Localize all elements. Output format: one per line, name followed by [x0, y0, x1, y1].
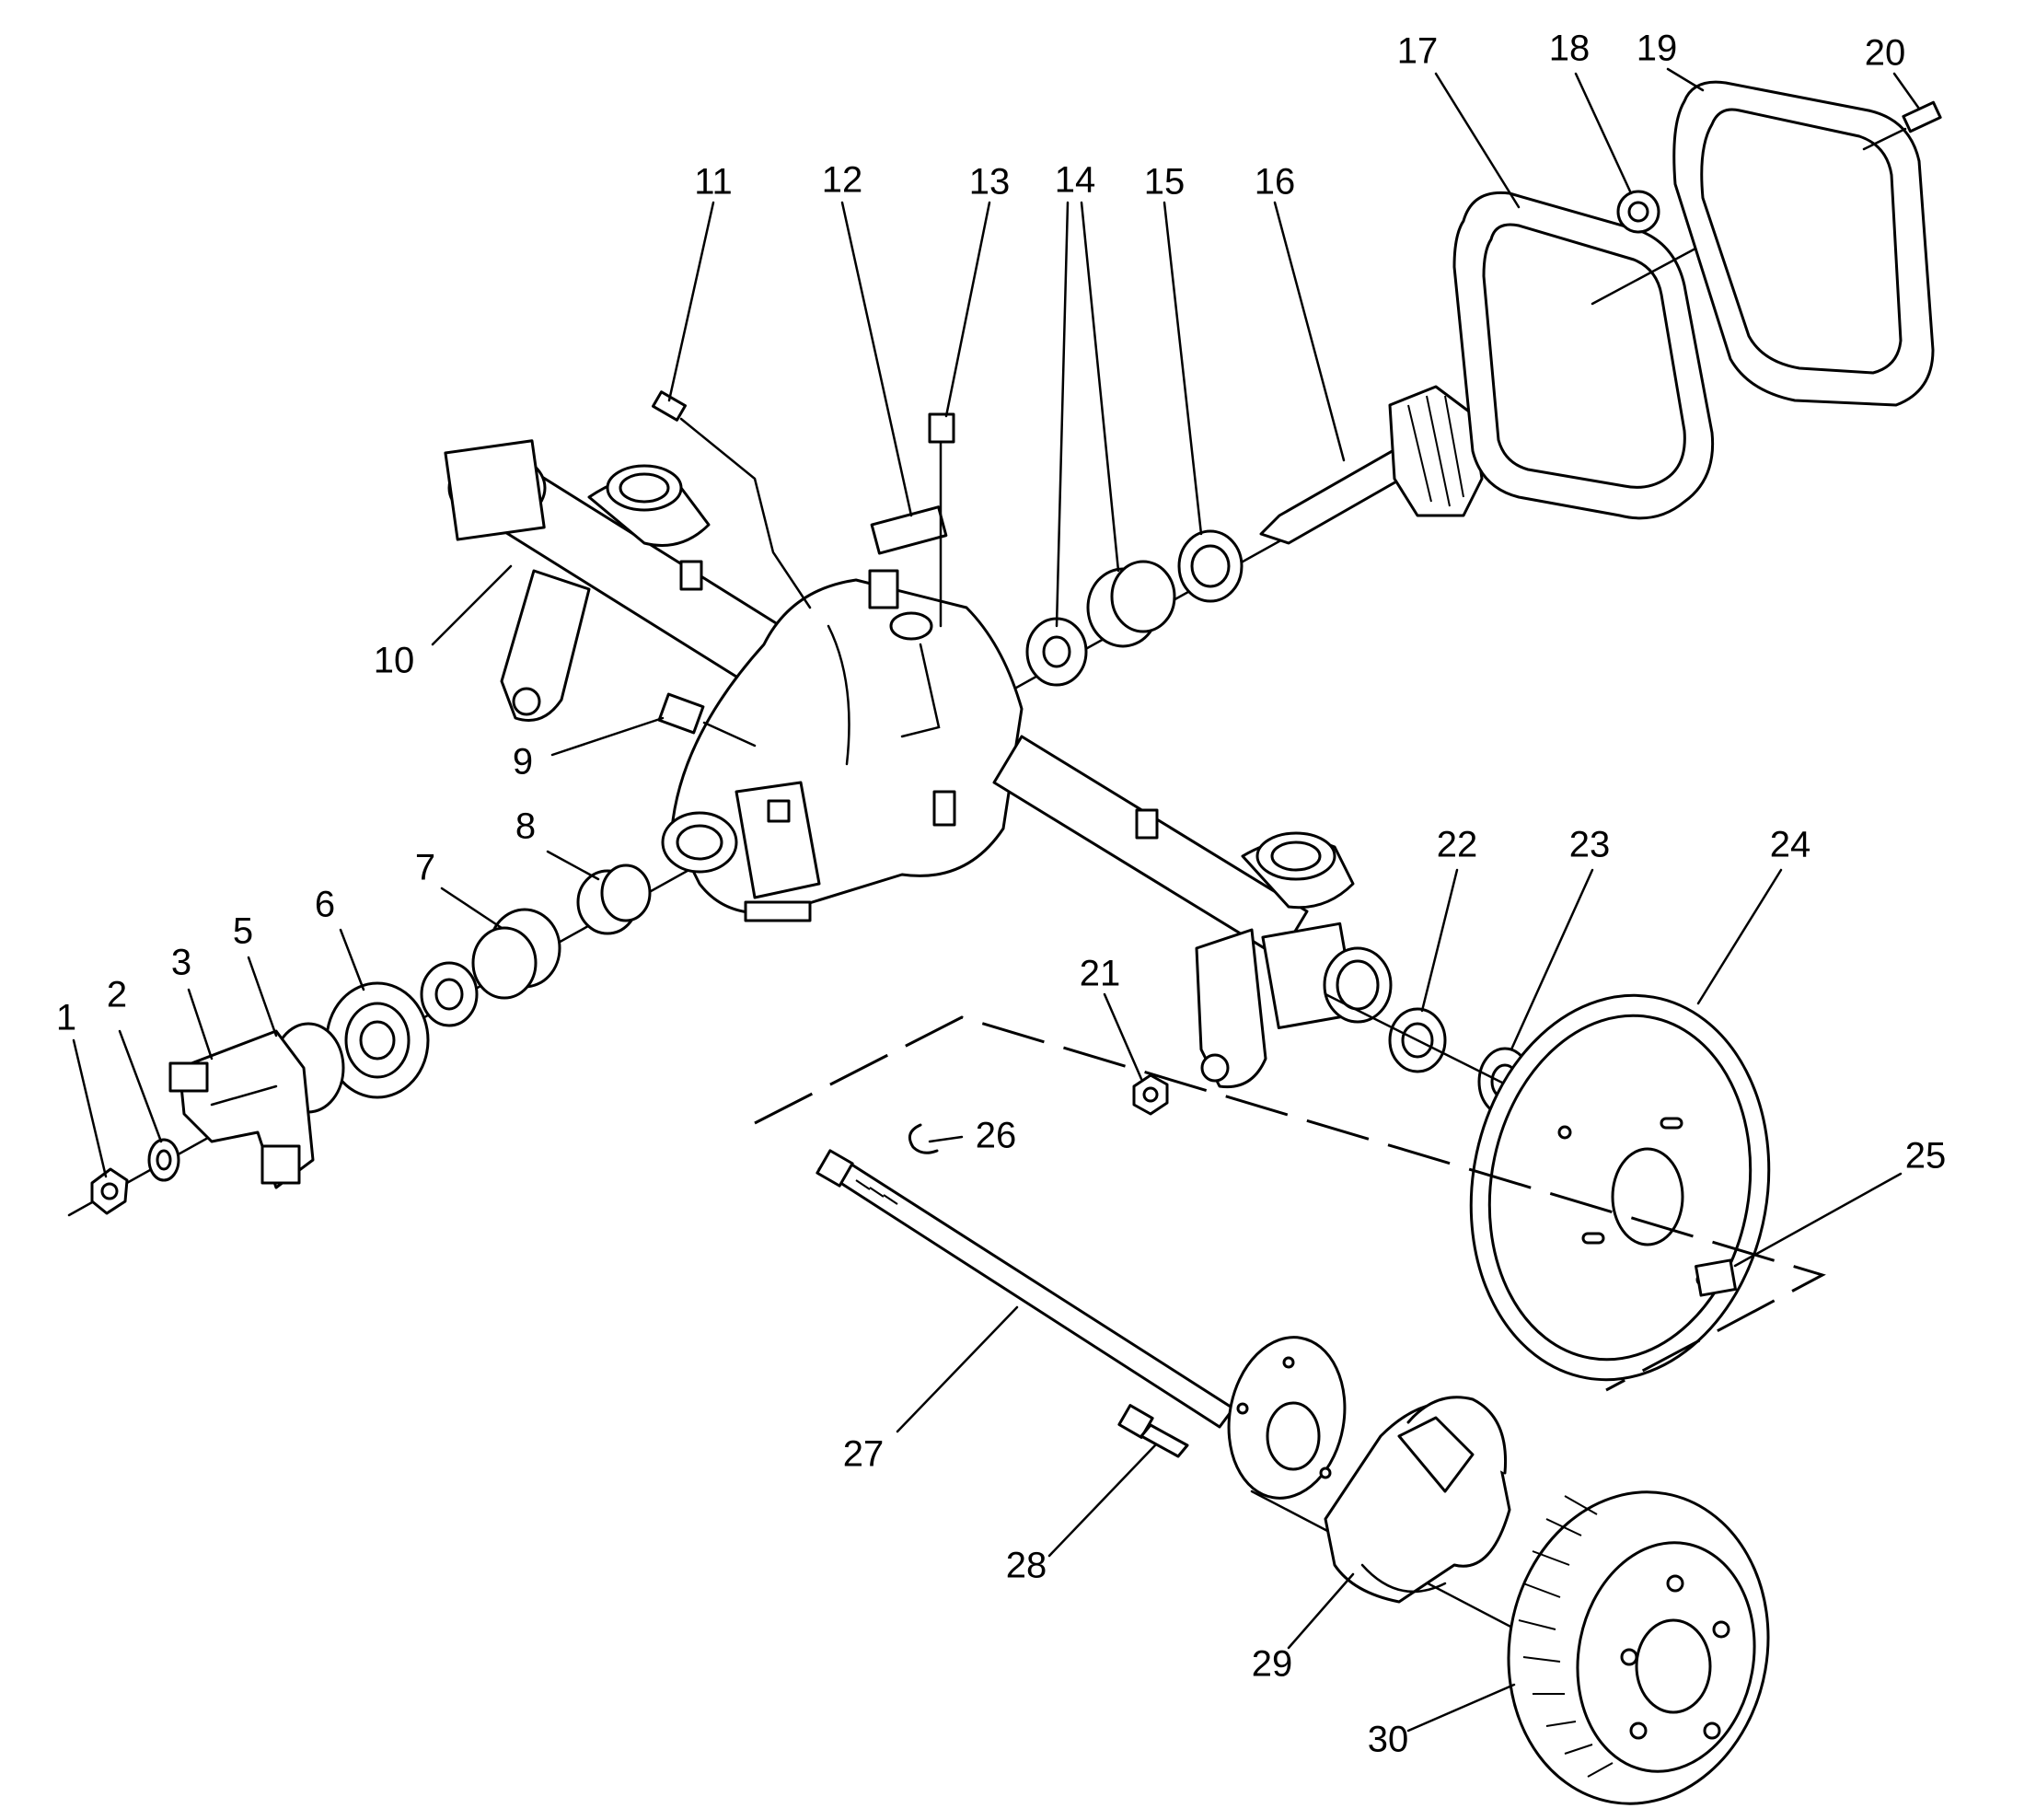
cover-plug	[1616, 190, 1660, 234]
callout-26: 26	[976, 1116, 1017, 1156]
pinion-bearing-cup-inner	[1086, 560, 1176, 648]
callout-9: 9	[513, 742, 533, 782]
callout-12: 12	[822, 160, 863, 201]
sensor-bolt	[928, 412, 955, 628]
pinion-shim	[1177, 529, 1244, 603]
c-clip	[908, 1123, 939, 1154]
callout-1: 1	[56, 998, 76, 1038]
callout-21: 21	[1080, 954, 1121, 994]
speed-sensor	[868, 505, 948, 641]
axle-housing	[444, 439, 1393, 1089]
callout-22: 22	[1437, 825, 1478, 865]
pinion-seal	[325, 981, 430, 1099]
leader-lines	[72, 67, 1921, 1733]
differential-cover	[1672, 80, 1935, 407]
drive-pinion-gear	[1259, 385, 1484, 545]
pinion-bearing-cone-outer	[420, 961, 479, 1027]
wheel-stud	[1117, 1404, 1189, 1458]
callout-23: 23	[1569, 825, 1611, 865]
pinion-bearing-cone-inner	[1025, 617, 1088, 687]
axle-shaft	[816, 1149, 1235, 1429]
callout-17: 17	[1397, 31, 1439, 72]
callout-16: 16	[1255, 162, 1296, 203]
callout-18: 18	[1549, 29, 1591, 69]
callout-6: 6	[315, 885, 335, 925]
backing-plate	[1469, 993, 1771, 1382]
collapsible-spacer	[576, 864, 652, 935]
shackle-nut	[1132, 1073, 1169, 1116]
callout-5: 5	[233, 911, 253, 952]
pinion-yoke	[168, 1022, 345, 1189]
callout-30: 30	[1368, 1720, 1409, 1760]
pinion-nut	[90, 1167, 129, 1215]
callout-7: 7	[415, 848, 435, 888]
callout-11: 11	[694, 162, 733, 203]
vent-fitting	[652, 390, 812, 609]
callout-19: 19	[1637, 29, 1678, 69]
callout-24: 24	[1770, 825, 1811, 865]
washer	[147, 1138, 180, 1182]
axle-flange	[1227, 1336, 1347, 1500]
callout-2: 2	[107, 975, 127, 1015]
callout-13: 13	[969, 162, 1011, 203]
callout-15: 15	[1144, 162, 1186, 203]
callout-10: 10	[374, 641, 415, 681]
callout-20: 20	[1865, 33, 1906, 74]
callout-27: 27	[843, 1434, 885, 1475]
axle-shaft-group-outline	[754, 1015, 1826, 1392]
callout-29: 29	[1252, 1644, 1293, 1685]
cover-gasket	[1452, 191, 1715, 520]
brake-shoe-assembly	[1324, 1396, 1511, 1604]
callout-8: 8	[515, 806, 536, 847]
pinion-bearing-cup-outer	[471, 908, 561, 1000]
callout-14: 14	[1055, 160, 1096, 201]
brake-drum	[1507, 1490, 1770, 1805]
callout-28: 28	[1006, 1546, 1047, 1586]
callout-25: 25	[1905, 1136, 1947, 1177]
backing-plate-bolt	[1695, 1258, 1737, 1297]
callout-3: 3	[171, 943, 191, 983]
fill-plug	[657, 692, 757, 748]
